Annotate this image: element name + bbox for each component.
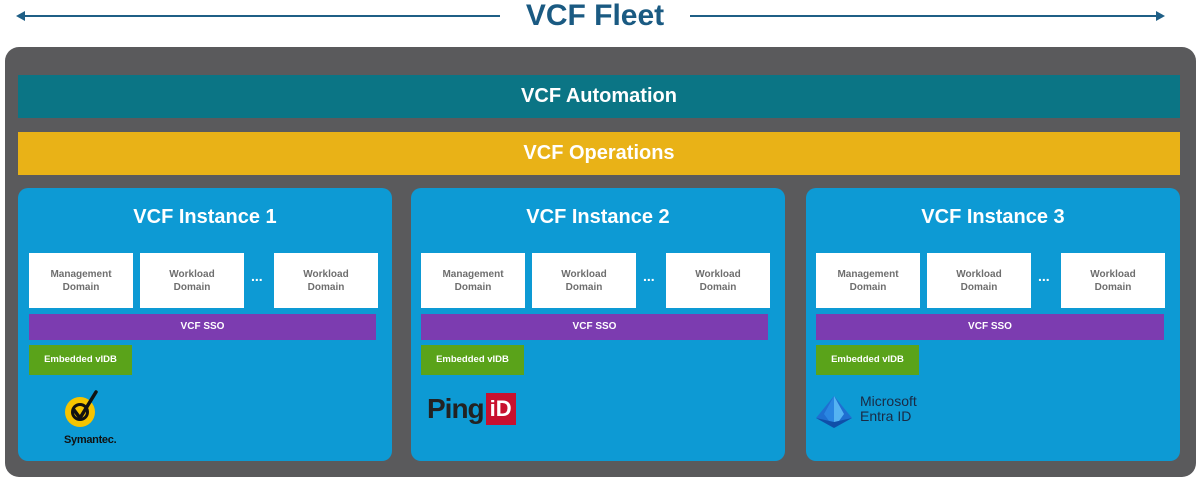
domain-label: Workload Domain: [695, 268, 741, 293]
automation-band: VCF Automation: [18, 75, 1180, 118]
sso-bar: VCF SSO: [421, 314, 768, 340]
domain-label: Management Domain: [50, 268, 112, 293]
ellipsis: ...: [251, 268, 263, 284]
instance-title: VCF Instance 2: [526, 206, 670, 228]
logo-text: Microsoft Entra ID: [860, 393, 917, 424]
symantec-logo: Symantec.: [48, 388, 138, 448]
workload-domain: Workload Domain: [532, 253, 636, 308]
vidb-badge: Embedded vIDB: [816, 345, 919, 375]
vidb-badge: Embedded vIDB: [421, 345, 524, 375]
logo-text: Symantec.: [64, 434, 117, 446]
instance-card-3: VCF Instance 3 Management Domain Workloa…: [806, 188, 1180, 461]
domain-label: Workload Domain: [1090, 268, 1136, 293]
instance-card-2: VCF Instance 2 Management Domain Workloa…: [411, 188, 785, 461]
sso-bar: VCF SSO: [29, 314, 376, 340]
logo-badge: iD: [485, 393, 516, 425]
fleet-header: VCF Fleet: [0, 0, 1200, 34]
logo-text: Ping: [427, 393, 485, 424]
microsoft-entra-id-logo: Microsoft Entra ID: [814, 394, 944, 434]
instance-card-1: VCF Instance 1 Management Domain Workloa…: [18, 188, 392, 461]
domain-label: Workload Domain: [956, 268, 1002, 293]
operations-band: VCF Operations: [18, 132, 1180, 175]
entra-diamond-icon: [816, 396, 852, 428]
instance-title: VCF Instance 3: [921, 206, 1065, 228]
domain-label: Workload Domain: [561, 268, 607, 293]
domain-label: Management Domain: [442, 268, 504, 293]
instance-title: VCF Instance 1: [133, 206, 277, 228]
vidb-badge: Embedded vIDB: [29, 345, 132, 375]
arrow-right-icon: [1156, 11, 1165, 21]
management-domain: Management Domain: [816, 253, 920, 308]
arrow-line-right: [690, 15, 1160, 17]
workload-domain: Workload Domain: [274, 253, 378, 308]
ellipsis: ...: [1038, 268, 1050, 284]
ellipsis: ...: [643, 268, 655, 284]
domain-label: Workload Domain: [303, 268, 349, 293]
sso-bar: VCF SSO: [816, 314, 1164, 340]
management-domain: Management Domain: [421, 253, 525, 308]
page-title: VCF Fleet: [525, 0, 665, 32]
workload-domain: Workload Domain: [927, 253, 1031, 308]
domain-label: Management Domain: [837, 268, 899, 293]
workload-domain: Workload Domain: [1061, 253, 1165, 308]
management-domain: Management Domain: [29, 253, 133, 308]
workload-domain: Workload Domain: [666, 253, 770, 308]
workload-domain: Workload Domain: [140, 253, 244, 308]
arrow-line-left: [20, 15, 500, 17]
domain-label: Workload Domain: [169, 268, 215, 293]
symantec-check-icon: [65, 390, 98, 427]
